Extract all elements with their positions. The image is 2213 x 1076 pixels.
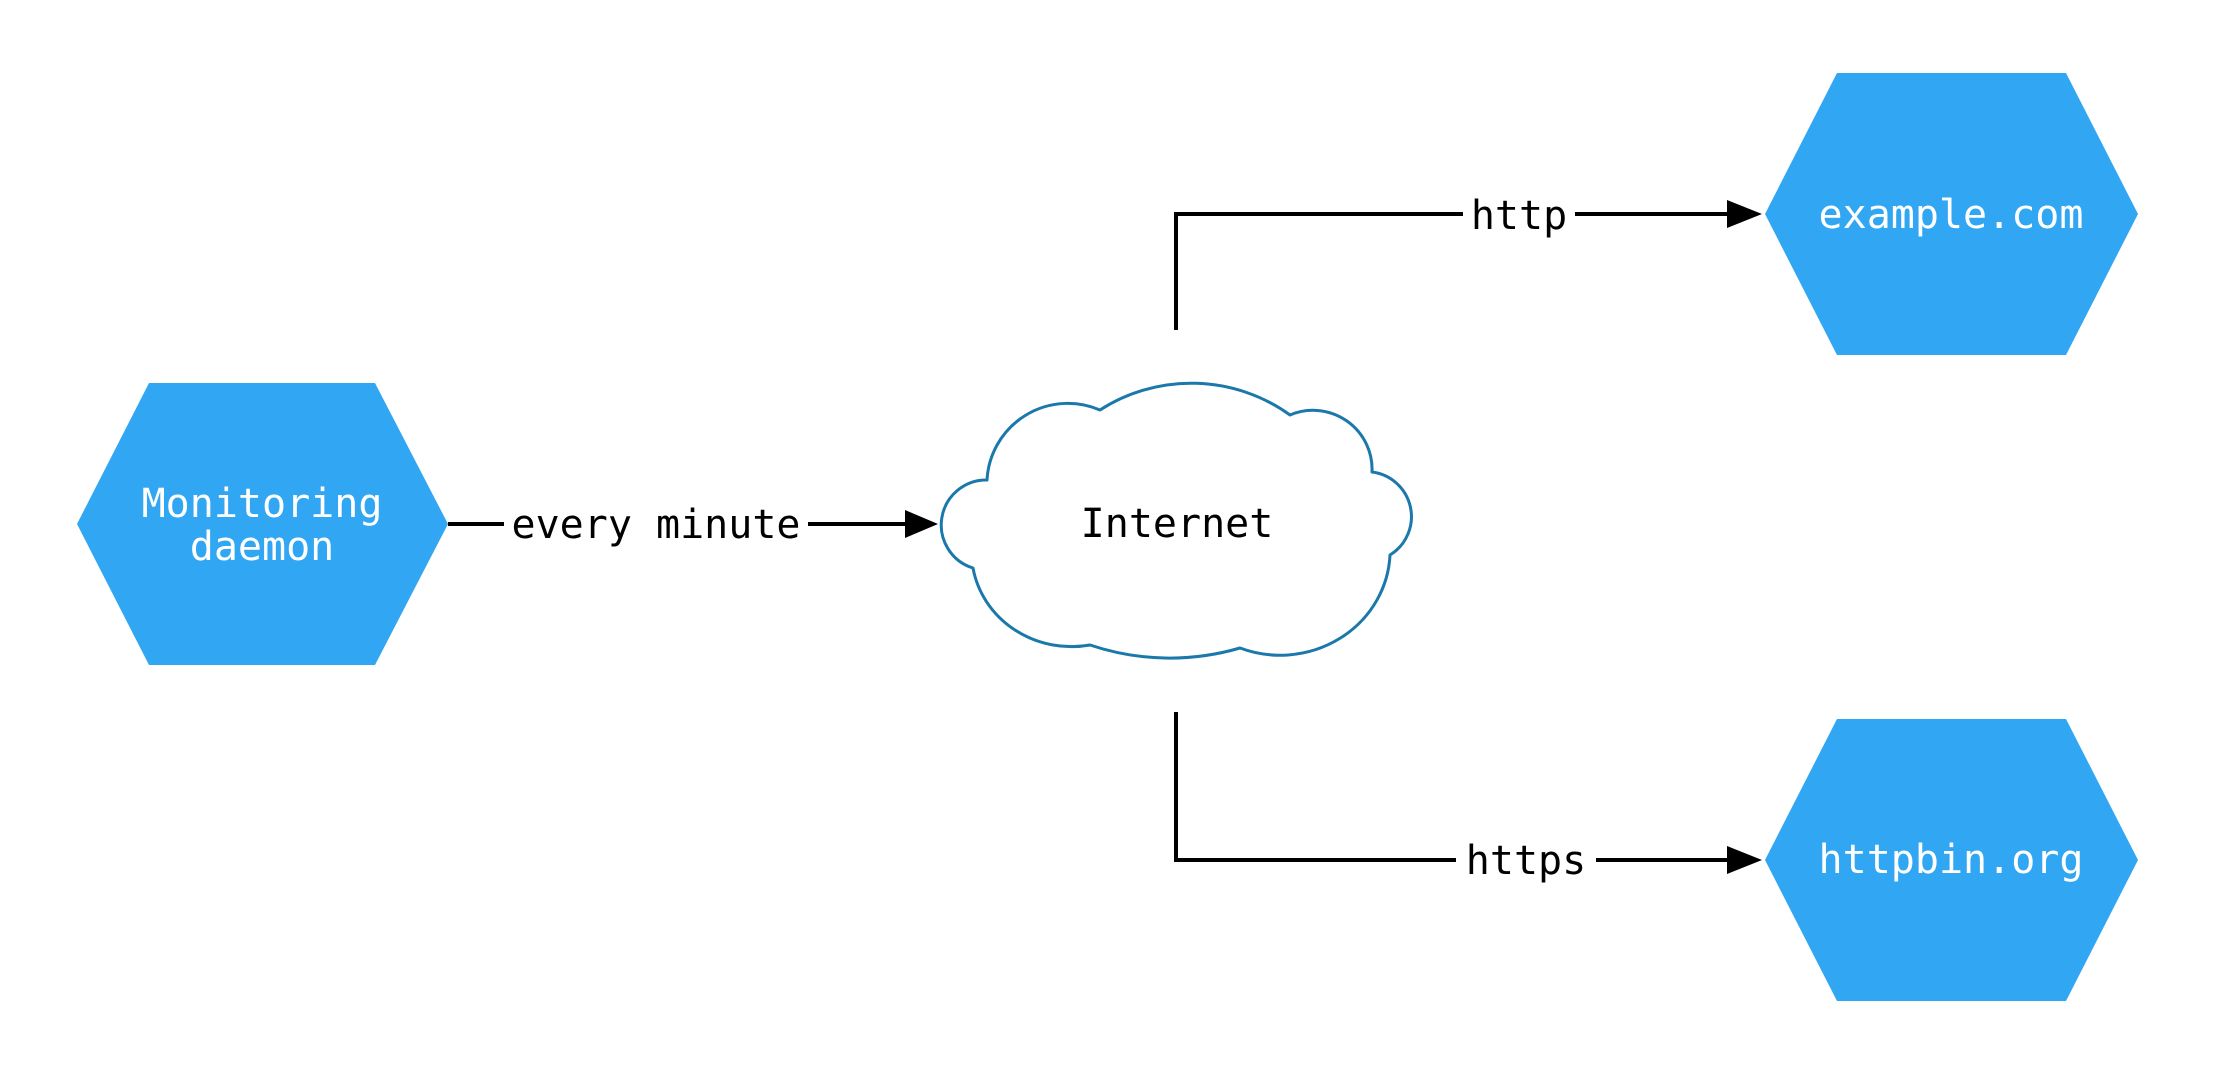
hexagon-nodes bbox=[77, 73, 2138, 1001]
edge-label-bg-https bbox=[1456, 838, 1596, 882]
edge-label-bg-every-minute bbox=[504, 501, 808, 547]
edge-label-every-minute: every minute bbox=[512, 502, 801, 548]
edge-label-backgrounds bbox=[504, 192, 1596, 882]
monitoring-daemon-label-line2: daemon bbox=[190, 524, 335, 570]
edge-label-http: http bbox=[1471, 193, 1567, 239]
arrow-heads bbox=[905, 200, 1762, 874]
node-httpbin-org bbox=[1765, 719, 2138, 1001]
arrowhead-into-internet-icon bbox=[905, 510, 938, 538]
cloud-icon bbox=[939, 381, 1413, 660]
node-example-com bbox=[1765, 73, 2138, 355]
httpbin-org-label: httpbin.org bbox=[1819, 837, 2084, 883]
edge-label-bg-http bbox=[1463, 192, 1575, 236]
edge-label-https: https bbox=[1466, 838, 1586, 884]
cloud-shape-group bbox=[939, 381, 1413, 660]
dark-labels: Internet every minute http https bbox=[512, 193, 1587, 884]
node-internet bbox=[939, 381, 1413, 660]
node-labels: Monitoring daemon example.com httpbin.or… bbox=[142, 192, 2084, 883]
arrowhead-into-example-icon bbox=[1727, 200, 1762, 228]
arrowhead-into-httpbin-icon bbox=[1727, 846, 1762, 874]
example-com-label: example.com bbox=[1819, 192, 2084, 238]
node-monitoring-daemon bbox=[77, 383, 448, 665]
internet-label: Internet bbox=[1081, 501, 1274, 547]
monitoring-daemon-label-line1: Monitoring bbox=[142, 481, 383, 527]
